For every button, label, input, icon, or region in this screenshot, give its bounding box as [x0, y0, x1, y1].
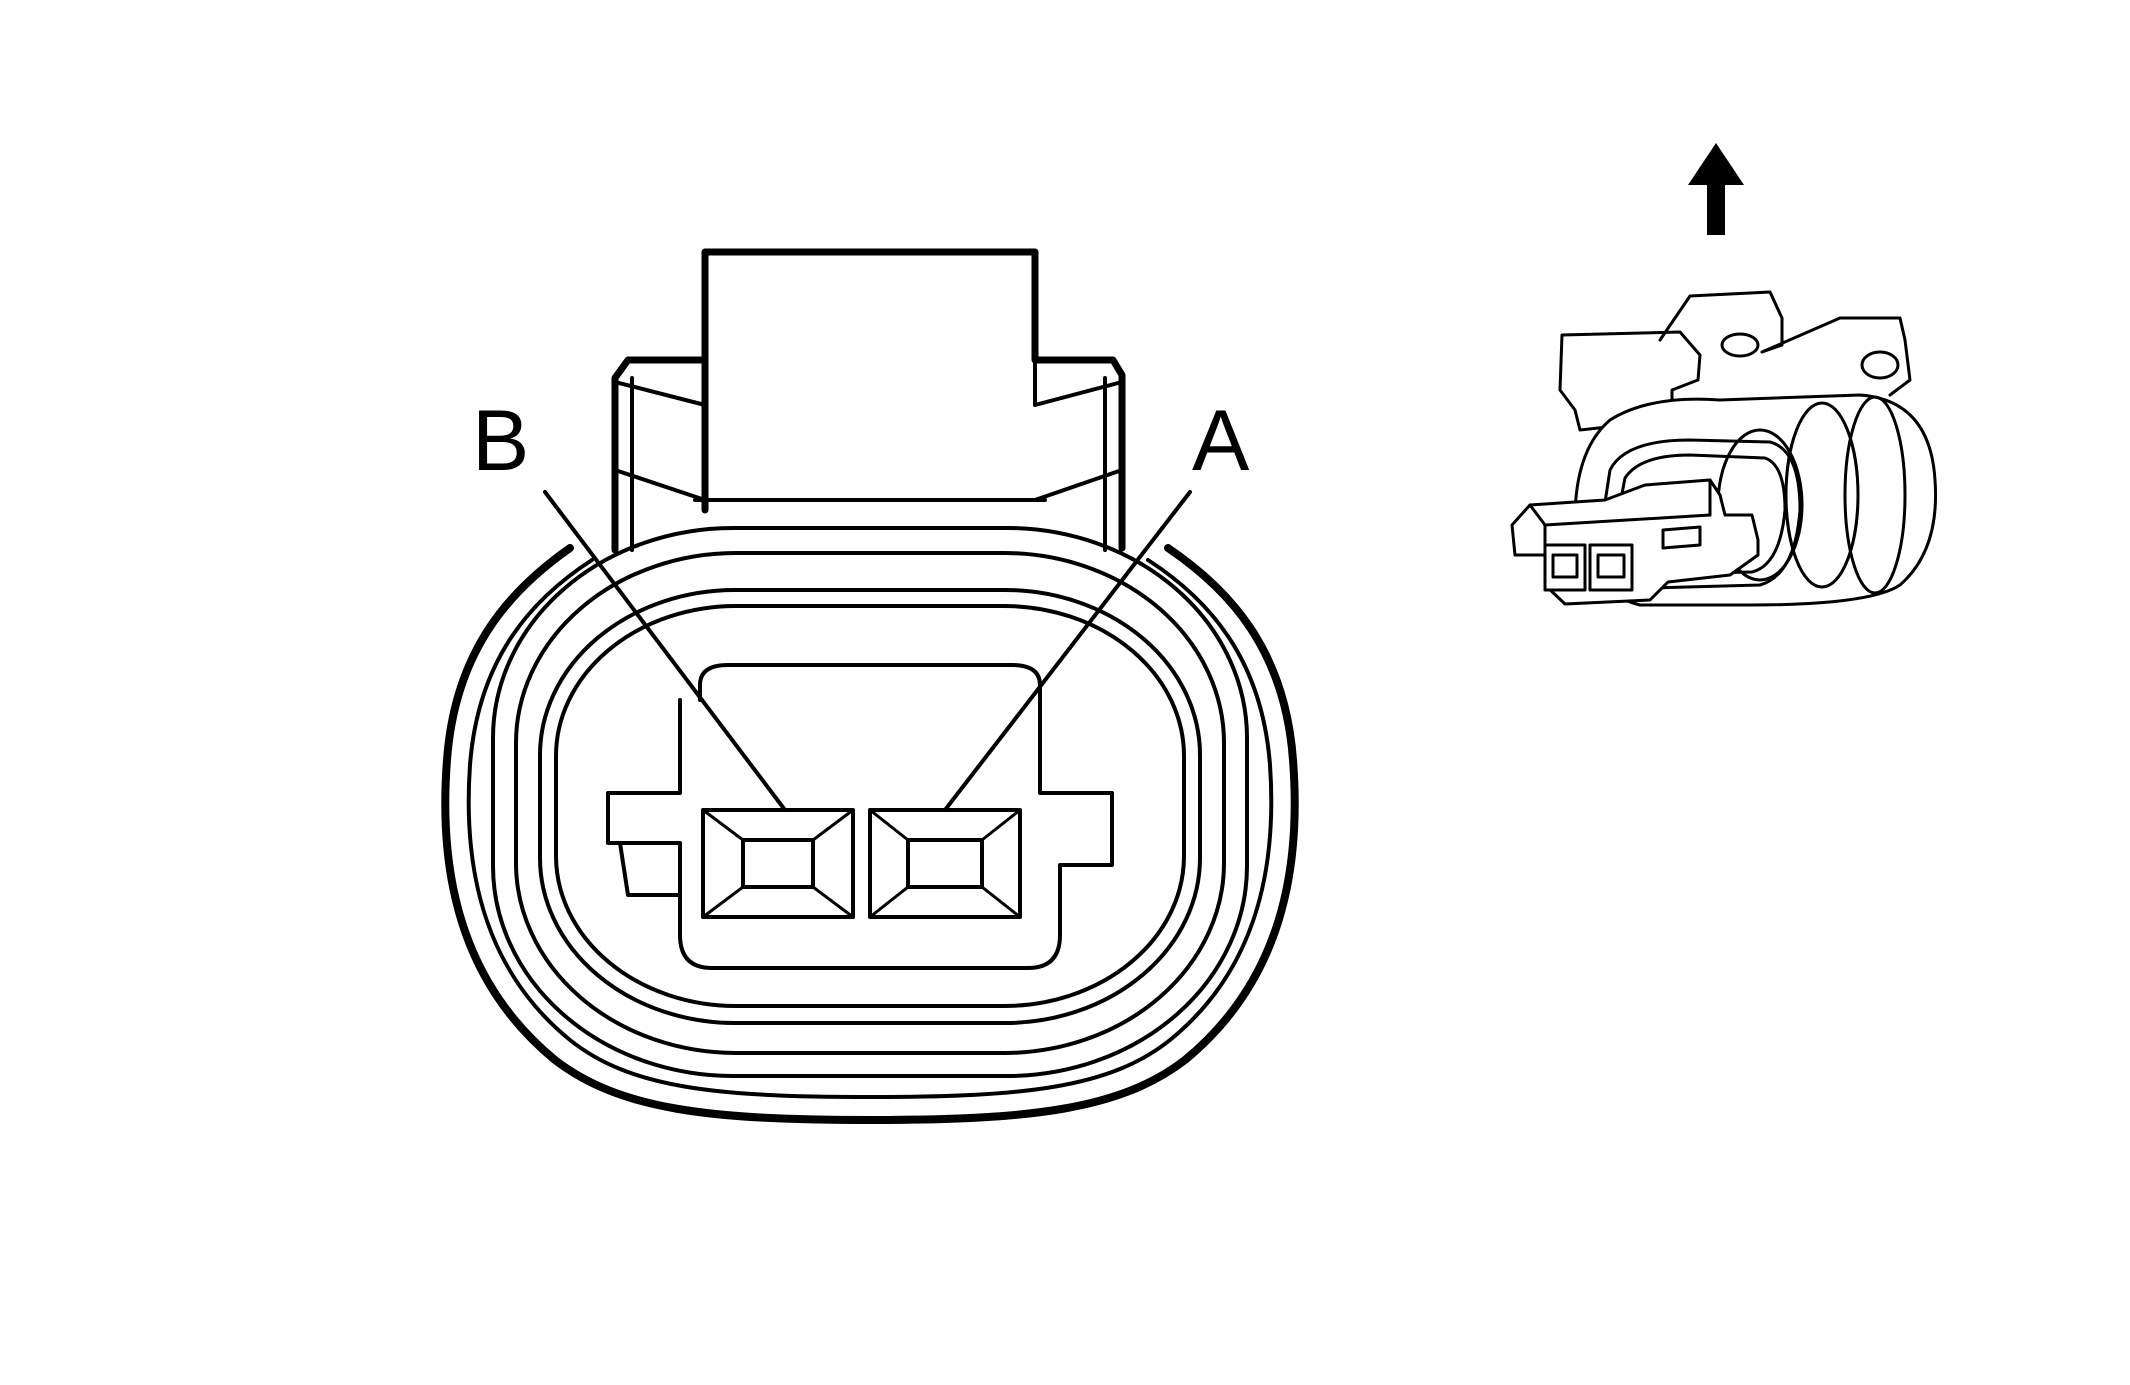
latch-bevel-left: [613, 380, 707, 407]
seal-ring-middle: [514, 551, 1226, 1055]
latch-housing: [611, 248, 1126, 554]
latch-bevel-right: [1033, 380, 1124, 407]
iso-plug-edge-2: [1543, 513, 1712, 527]
cavity-a-bevel-3: [868, 885, 910, 919]
cavity-a-bevel-2: [980, 808, 1022, 842]
iso-cavity-a-inner: [1596, 553, 1626, 579]
seal-ring-inner-1: [538, 588, 1202, 1025]
iso-plug-rib: [1661, 525, 1702, 550]
cavity-b-inner: [741, 838, 815, 889]
arrow-shaft: [1707, 182, 1725, 235]
terminal-housing: [606, 698, 1114, 970]
cavity-a: [868, 808, 1022, 919]
leader-line-a: [943, 490, 1192, 812]
iso-slot-1: [1720, 332, 1760, 358]
iso-collar-2: [1784, 401, 1860, 589]
iso-lock-arm-right: [1760, 316, 1912, 397]
latch-left-outline: [611, 356, 709, 554]
iso-cavity-b: [1543, 543, 1587, 592]
cavity-a-bevel-4: [980, 885, 1022, 919]
connector-isometric-view: [1510, 290, 1938, 607]
connector-outer-body: [441, 544, 1299, 1124]
housing-key-notch: [618, 841, 682, 897]
iso-cavity-a: [1588, 543, 1634, 592]
iso-plug-edge-1: [1528, 503, 1547, 527]
iso-collar-1: [1843, 395, 1907, 595]
cavity-b-bevel-4: [811, 885, 855, 919]
arrow-up-icon: [1688, 143, 1744, 235]
connector-body-ring-1: [466, 558, 1274, 1099]
terminal-housing-top: [698, 663, 1042, 702]
cavity-b-bevel-2: [811, 808, 855, 842]
iso-slot-2: [1860, 350, 1900, 380]
seal-ring-outer: [491, 526, 1249, 1078]
latch-step-left: [613, 468, 707, 502]
pin-label-b: B: [472, 393, 529, 489]
cavity-a-inner: [906, 838, 984, 889]
cavity-a-bevel-1: [868, 808, 910, 842]
iso-cavity-b-inner: [1551, 553, 1579, 579]
cavity-b-outer: [701, 808, 855, 919]
cavity-b-bevel-1: [701, 808, 745, 842]
cavity-b: [701, 808, 855, 919]
connector-face-view: [441, 248, 1299, 1124]
seal-ring-inner-2: [554, 604, 1186, 1008]
latch-step-right: [1033, 468, 1124, 502]
arrow-head: [1688, 143, 1744, 185]
leader-line-b: [543, 490, 787, 812]
pin-label-a: A: [1192, 393, 1250, 489]
cavity-b-bevel-3: [701, 885, 745, 919]
